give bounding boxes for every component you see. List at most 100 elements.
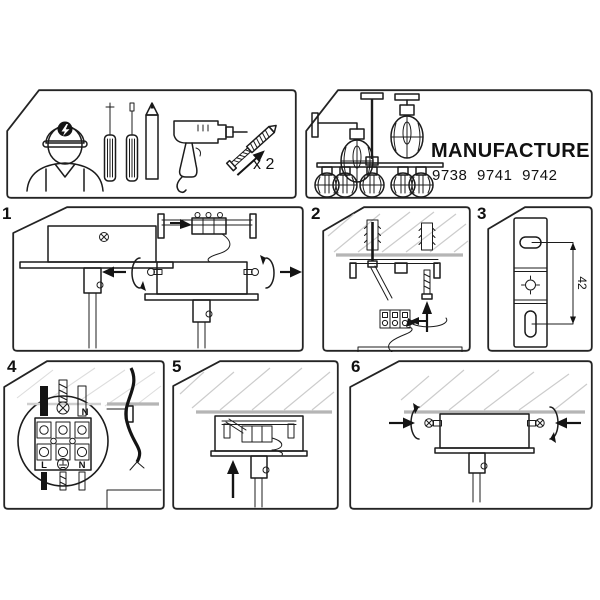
side-screw-icon xyxy=(424,418,442,428)
set-screw-icon xyxy=(262,466,270,474)
pull-right-arrow-icon xyxy=(280,266,302,278)
live-label: L xyxy=(40,407,46,418)
pointer-arrow-icon xyxy=(410,317,426,325)
set-screw-icon xyxy=(205,310,213,318)
model-numbers: 9738 9741 9742 xyxy=(432,167,557,184)
cage-lamp-icon xyxy=(408,166,434,198)
ceiling-hatch xyxy=(400,369,588,411)
rotate-arrow-icon xyxy=(406,317,448,328)
mounting-screw-icon xyxy=(421,269,433,300)
live-label: L xyxy=(41,460,47,471)
side-screw-icon xyxy=(243,268,259,276)
wire xyxy=(207,233,231,263)
terminal-block-icon xyxy=(379,309,426,329)
step-number: 4 xyxy=(7,357,17,376)
terminal-block-icon xyxy=(241,425,273,443)
step-1-panel xyxy=(12,206,304,352)
step-5-panel xyxy=(172,360,339,510)
wall-anchor-icon xyxy=(418,222,436,251)
panel-border xyxy=(12,206,304,352)
panel-border xyxy=(172,360,339,510)
bracket-front-view xyxy=(513,217,548,348)
canopy-top-outline xyxy=(357,346,463,352)
wire xyxy=(271,437,283,456)
phillips-screwdriver-icon xyxy=(103,102,117,182)
earth-wire xyxy=(59,471,67,491)
wall-anchor-screw-icon xyxy=(225,124,277,176)
mains-cable xyxy=(124,367,145,471)
canopy-exploded-diagram xyxy=(102,255,302,349)
wall-anchor-icon xyxy=(364,219,381,268)
products-panel: MANUFACTURE 9738 9741 9742 xyxy=(305,89,593,199)
neutral-wire xyxy=(78,471,86,491)
dimension-label: 42 xyxy=(575,276,589,290)
canopy-diagram xyxy=(434,413,535,503)
center-hole-icon xyxy=(521,275,540,295)
set-screw-icon xyxy=(480,462,488,470)
drill-icon xyxy=(173,120,248,194)
cage-lamp-icon xyxy=(359,166,385,198)
panel-border xyxy=(3,360,165,510)
canopy-diagram xyxy=(210,415,308,508)
terminal-block-icon xyxy=(191,212,227,235)
step-number: 2 xyxy=(311,204,321,223)
pencil-icon xyxy=(145,102,159,180)
rotate-arrow-icon xyxy=(131,257,146,291)
push-in-arrow-icon xyxy=(555,417,581,429)
canopy-outline xyxy=(106,489,162,510)
screw-head-icon xyxy=(367,260,378,268)
rotate-arrow-icon xyxy=(260,255,275,289)
panel-border xyxy=(322,206,471,352)
step-6-panel xyxy=(349,360,593,510)
neutral-label: N xyxy=(79,460,86,471)
brand-title: MANUFACTURE xyxy=(431,140,590,162)
wiring-zoom-circle: L N L N xyxy=(17,379,109,491)
tools-panel: x 2 xyxy=(6,89,297,199)
ceiling-hatch xyxy=(179,367,335,411)
ceiling-hatch xyxy=(16,367,162,407)
pull-left-arrow-icon xyxy=(102,266,126,278)
mounting-bracket-diagram xyxy=(157,212,257,263)
side-screw-icon xyxy=(527,418,545,428)
side-screw-icon xyxy=(147,268,163,276)
insert-up-arrow-icon xyxy=(422,301,432,332)
flat-screwdriver-icon xyxy=(125,102,139,182)
chandelier-icon xyxy=(314,92,444,198)
ceiling-hatch xyxy=(327,211,469,253)
cage-lamp-icon xyxy=(332,166,358,198)
set-screw-icon xyxy=(96,281,104,289)
live-wire xyxy=(40,386,48,416)
step-number: 5 xyxy=(172,357,182,376)
direction-arrow-icon xyxy=(236,150,265,176)
terminal-block-icon: L N xyxy=(34,417,92,471)
neutral-label: N xyxy=(82,407,89,418)
step-number: 3 xyxy=(477,204,487,223)
wire xyxy=(388,327,413,352)
neutral-wire xyxy=(77,385,87,417)
panel-border xyxy=(6,89,297,199)
live-wire xyxy=(41,472,47,490)
step-number: 6 xyxy=(351,357,361,376)
step-number: 1 xyxy=(2,204,12,223)
electrician-worker-icon xyxy=(26,121,104,192)
step-4-panel: L N L N xyxy=(3,360,165,510)
canopy-assembled-diagram xyxy=(19,225,174,349)
push-up-arrow-icon xyxy=(227,460,239,498)
earth-symbol-icon xyxy=(57,458,69,470)
pointer-arrow-icon xyxy=(170,219,192,229)
panel-border xyxy=(305,89,593,199)
rotate-arrow-icon xyxy=(410,403,420,440)
panel-border xyxy=(349,360,593,510)
dimension-lines xyxy=(531,242,576,325)
hand-tools-icons xyxy=(103,102,159,182)
earth-wire xyxy=(56,379,70,415)
screwdriver-icon xyxy=(370,265,393,301)
quantity-label: x 2 xyxy=(253,156,274,173)
panel-border xyxy=(487,206,593,352)
wall-lamp-icon xyxy=(311,112,374,183)
ceiling-pendant-lamp-icon xyxy=(390,93,424,159)
push-in-arrow-icon xyxy=(389,417,415,429)
step-2-panel xyxy=(322,206,471,352)
step-3-panel: 42 xyxy=(487,206,593,352)
